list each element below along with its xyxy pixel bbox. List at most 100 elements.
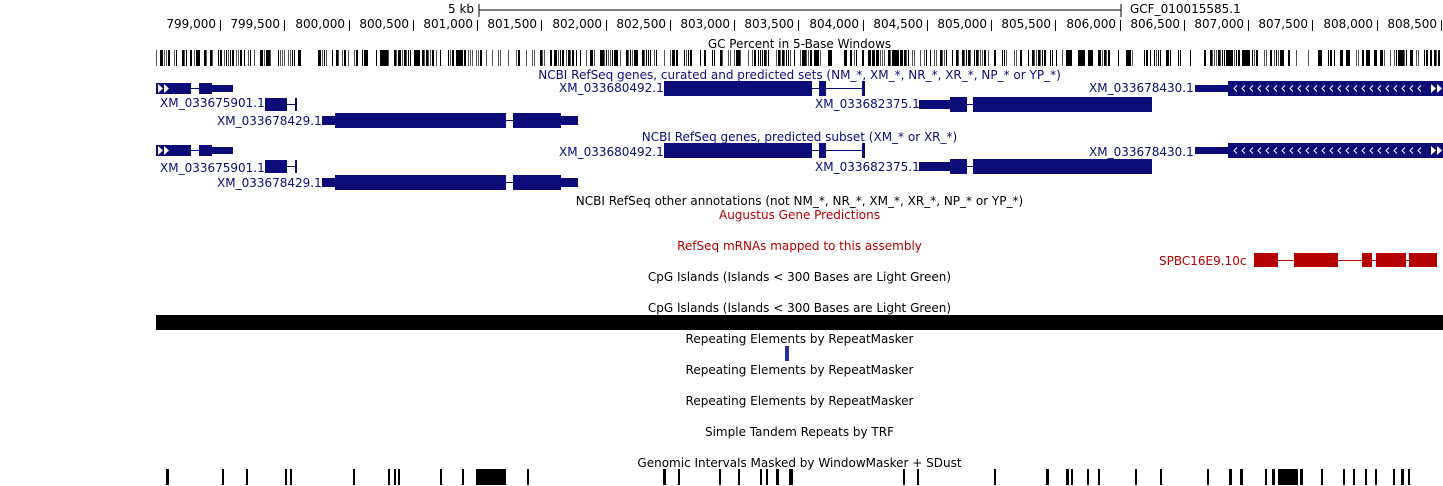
gc-percent-bar (748, 50, 749, 66)
gene-label[interactable]: XM_033682375.1 (815, 97, 920, 111)
ruler-tick (991, 20, 992, 31)
track-title-refseq-mrna[interactable]: RefSeq mRNAs mapped to this assembly (677, 239, 922, 253)
track-title-gc-percent[interactable]: GC Percent in 5-Base Windows (707, 37, 892, 51)
gc-percent-bar (966, 50, 967, 66)
gc-percent-bar (354, 50, 355, 66)
gc-percent-bar (1256, 50, 1258, 66)
gc-percent-bar (414, 50, 416, 66)
gc-percent-bar (610, 50, 611, 66)
track-title-rmsk-2[interactable]: Repeating Elements by RepeatMasker (685, 363, 914, 377)
gene-label[interactable]: XM_033680492.1 (559, 145, 664, 159)
gene-label[interactable]: XM_033682375.1 (815, 160, 920, 174)
track-title-rmsk-3[interactable]: Repeating Elements by RepeatMasker (685, 394, 914, 408)
refseq-mrna-feature[interactable] (0, 0, 1443, 270)
gc-percent-bar (1080, 50, 1082, 66)
gc-percent-bar (450, 50, 451, 66)
gc-percent-bar (210, 50, 212, 66)
gc-percent-bar (600, 50, 602, 66)
gc-percent-bar (616, 50, 618, 66)
refseq-curated-features[interactable] (0, 0, 1443, 140)
gc-percent-bar (626, 50, 628, 66)
gc-percent-bar (1348, 50, 1350, 66)
gc-percent-bar (974, 50, 975, 66)
gc-percent-bar (592, 50, 593, 66)
strand-chevron (1393, 85, 1398, 92)
gc-percent-bar (1128, 50, 1130, 66)
gc-percent-bar (562, 50, 564, 66)
gc-percent-bar (634, 50, 636, 66)
track-title-windowmasker[interactable]: Genomic Intervals Masked by WindowMasker… (637, 456, 962, 470)
gc-percent-bar (802, 50, 804, 66)
gc-percent-bar (384, 50, 386, 66)
strand-chevron (1329, 147, 1334, 154)
windowmasker-interval (476, 469, 506, 485)
track-title-cpg-2[interactable]: CpG Islands (Islands < 300 Bases are Lig… (647, 301, 952, 315)
gc-percent-bar (402, 50, 403, 66)
gc-percent-bar (1002, 50, 1003, 66)
strand-chevron (1281, 85, 1286, 92)
gene-label[interactable]: XM_033678430.1 (1089, 81, 1194, 95)
ruler-tick-label: 803,500 (744, 17, 794, 31)
windowmasker-interval (1393, 469, 1395, 485)
strand-chevron (1257, 85, 1262, 92)
gene-label[interactable]: XM_033678429.1 (217, 176, 322, 190)
gc-percent-bar (908, 50, 909, 66)
track-title-refseq-curated[interactable]: NCBI RefSeq genes, curated and predicted… (538, 68, 1061, 82)
windowmasker-interval (246, 469, 248, 485)
gc-percent-bar (620, 50, 621, 66)
strand-chevron (1401, 147, 1406, 154)
gc-percent-bar (874, 50, 875, 66)
strand-chevron (1393, 147, 1398, 154)
strand-chevron (1337, 85, 1342, 92)
gene-label[interactable]: XM_033678429.1 (217, 114, 322, 128)
gc-percent-bar (1426, 50, 1428, 66)
windowmasker-interval (678, 469, 680, 485)
gc-percent-bar (498, 50, 499, 66)
gene-label[interactable]: XM_033678430.1 (1089, 145, 1194, 159)
mrna-label[interactable]: SPBC16E9.10c (1159, 254, 1247, 268)
track-title-trf[interactable]: Simple Tandem Repeats by TRF (704, 425, 894, 439)
gc-percent-bar (808, 50, 809, 66)
track-title-cpg-1[interactable]: CpG Islands (Islands < 300 Bases are Lig… (647, 270, 952, 284)
gc-percent-bar (1226, 50, 1228, 66)
windowmasker-interval (166, 469, 169, 485)
gc-percent-bar (648, 50, 649, 66)
gc-percent-bar (1398, 50, 1400, 66)
gc-percent-bar (558, 50, 559, 66)
gene-label[interactable]: XM_033680492.1 (559, 81, 664, 95)
cpg-island-density-bar[interactable] (156, 315, 1443, 330)
refseq-predicted-features[interactable] (0, 0, 1443, 200)
gc-percent-bar (876, 50, 878, 66)
gc-percent-bar (554, 50, 556, 66)
track-title-refseq-predicted[interactable]: NCBI RefSeq genes, predicted subset (XM_… (641, 130, 958, 144)
gc-percent-bar (780, 50, 781, 66)
gc-percent-bar (1004, 50, 1005, 66)
gc-percent-bar (654, 50, 655, 66)
strand-chevron (1385, 147, 1390, 154)
gc-percent-bar (406, 50, 407, 66)
gc-percent-bar (814, 50, 816, 66)
gene-label[interactable]: XM_033675901.1 (160, 161, 265, 175)
gc-percent-bar (804, 50, 806, 66)
gc-percent-bar (1376, 50, 1377, 66)
track-title-augustus[interactable]: Augustus Gene Predictions (718, 208, 880, 222)
gc-percent-bar (676, 50, 678, 66)
track-title-refseq-other[interactable]: NCBI RefSeq other annotations (not NM_*,… (575, 194, 1024, 208)
gc-percent-bar (1246, 50, 1248, 66)
gc-percent-bar (386, 50, 388, 66)
gc-percent-bar (262, 50, 263, 66)
gc-percent-bar (326, 50, 327, 66)
repeat-element[interactable] (785, 346, 789, 361)
gc-percent-bar (890, 50, 891, 66)
gc-percent-bar (728, 50, 729, 66)
gc-percent-bar (1220, 50, 1221, 66)
windowmasker-interval (440, 469, 442, 485)
gc-percent-bar (1166, 50, 1168, 66)
gc-percent-bar (962, 50, 964, 66)
track-title-rmsk-1[interactable]: Repeating Elements by RepeatMasker (685, 332, 914, 346)
gene-label[interactable]: XM_033675901.1 (160, 96, 265, 110)
gc-percent-bar (156, 50, 157, 66)
gc-percent-bar (1146, 50, 1148, 66)
